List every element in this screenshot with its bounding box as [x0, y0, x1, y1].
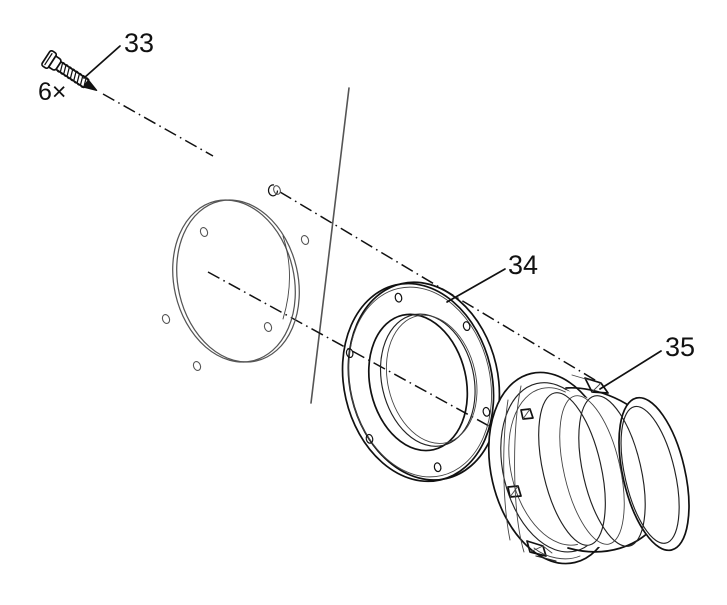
callout-label-34: 34 [508, 250, 538, 280]
leader-33 [83, 45, 121, 79]
main-assembly-centerline [207, 271, 501, 433]
centerlines-group [102, 93, 601, 433]
mounting-flange-ring-part-34 [341, 281, 501, 483]
duct-barrel [538, 387, 690, 553]
wall-section-line [310, 87, 350, 404]
flange-screw-holes [345, 292, 491, 473]
wall-opening-plate [161, 185, 310, 372]
plate-screw-holes [161, 185, 310, 372]
screw-axis-centerline [102, 93, 214, 157]
leader-34 [446, 268, 506, 303]
duct-interior-lines [503, 385, 581, 560]
screw-quantity-label: 6× [38, 78, 67, 106]
callout-label-33: 33 [124, 28, 154, 58]
leader-35 [599, 350, 662, 390]
callout-label-35: 35 [665, 332, 695, 362]
screw-hole-indicator-icon [267, 184, 279, 197]
callout-leaders [83, 45, 662, 390]
upper-screw-centerline [279, 191, 601, 384]
screw-part-33 [41, 49, 98, 92]
duct-collar-part-35 [487, 371, 690, 565]
